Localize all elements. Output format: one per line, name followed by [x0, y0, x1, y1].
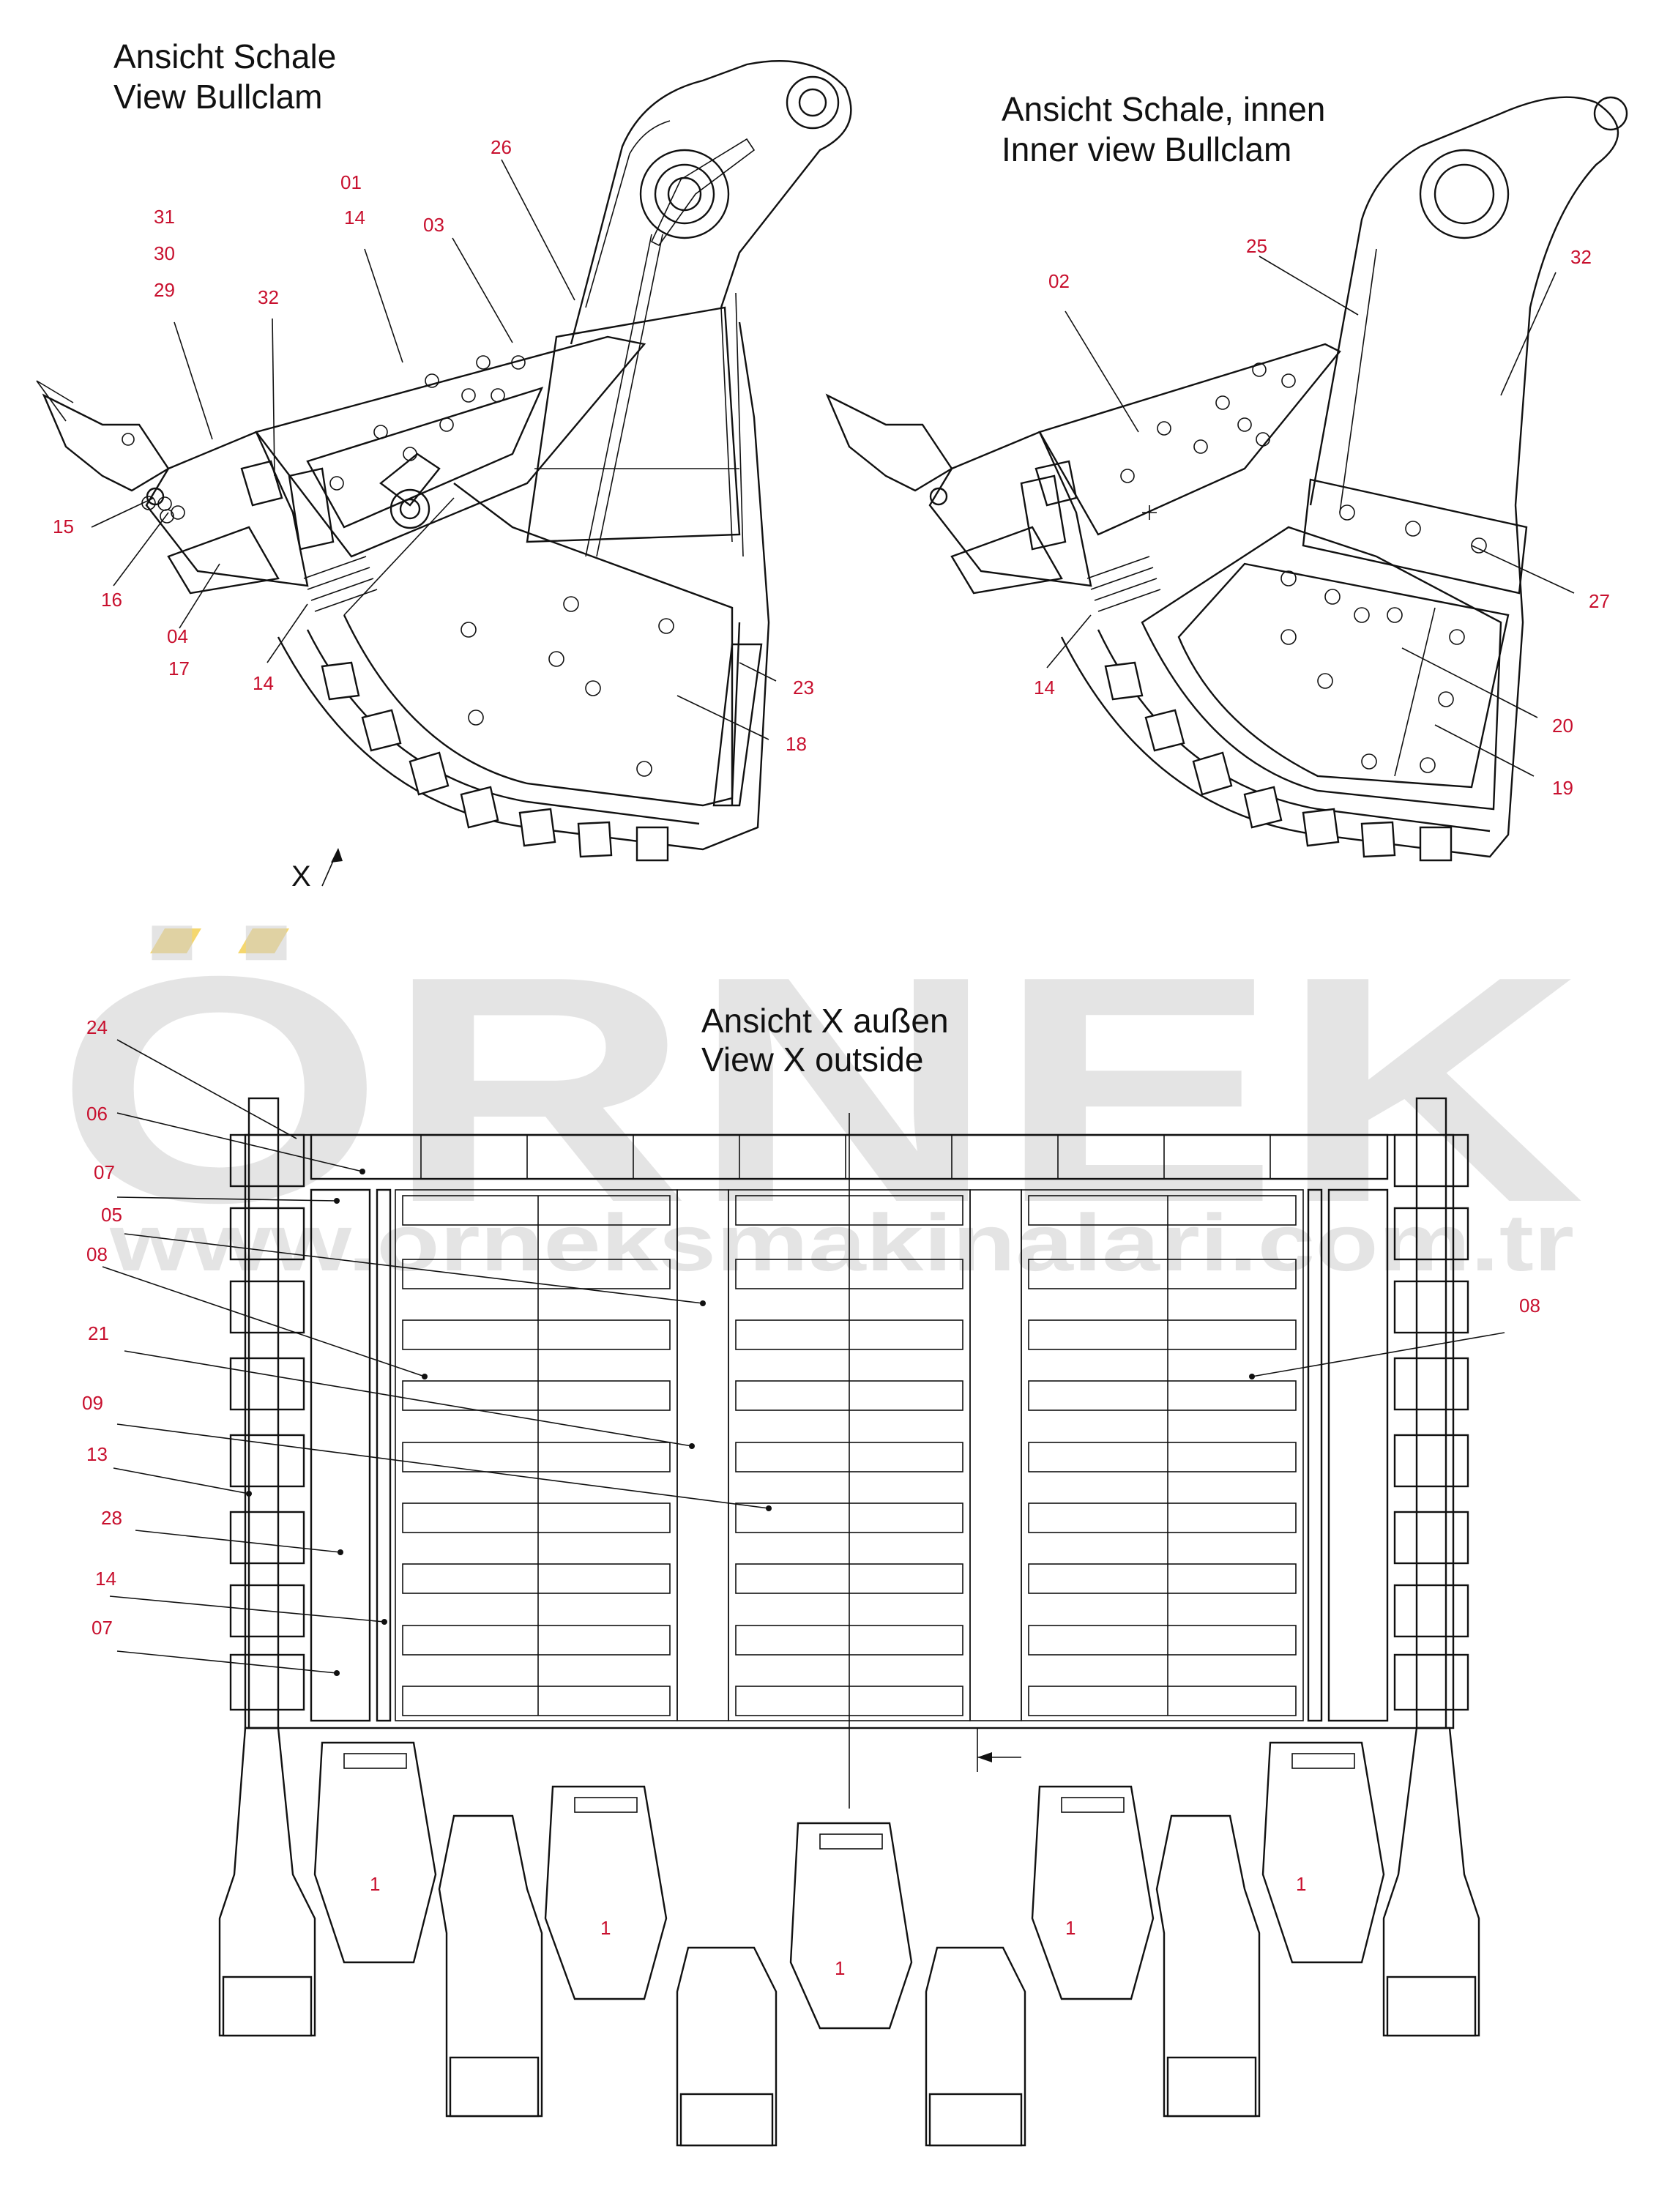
view-title-right-de: Ansicht Schale, innen: [1002, 90, 1325, 128]
callout-14: 14: [344, 206, 365, 228]
callout-29: 29: [154, 279, 175, 301]
callout-18: 18: [786, 733, 807, 755]
callout-30: 30: [154, 242, 175, 264]
tooth-labels: 1 1 1 1 1: [370, 1873, 1306, 1979]
callout-r-02: 02: [1048, 270, 1070, 292]
tooth-label-5: 1: [1296, 1873, 1306, 1895]
callout-16: 16: [101, 589, 122, 611]
wear-plates: [402, 1195, 1297, 1716]
watermark: ÖRNEK www.orneksmakinalari.com.tr: [55, 910, 1585, 1288]
callout-03: 03: [423, 214, 444, 236]
bullclam-side-view: X: [36, 60, 852, 893]
callout-b-07b: 07: [92, 1617, 113, 1639]
callout-b-28: 28: [101, 1507, 122, 1529]
callout-32: 32: [258, 286, 279, 308]
callout-b-13: 13: [86, 1443, 108, 1465]
watermark-word: ÖRNEK: [55, 910, 1585, 1270]
leaders-right: [1046, 256, 1575, 777]
callouts-bottom: 24 06 07 05 08 21 09 13 28 14 07 08: [82, 1016, 1540, 1639]
callout-04: 04: [167, 625, 188, 647]
side-blocks-right: [1393, 1133, 1469, 1711]
callout-r-14: 14: [1034, 677, 1055, 699]
tooth-label-3: 1: [835, 1957, 845, 1979]
callout-r-32: 32: [1570, 246, 1592, 268]
callout-r-25: 25: [1246, 235, 1267, 257]
callout-17: 17: [168, 658, 190, 679]
view-title-bottom-de: Ansicht X außen: [701, 1002, 949, 1040]
callout-14b: 14: [253, 672, 274, 694]
tooth-label-4: 1: [1065, 1917, 1075, 1939]
watermark-umlaut-right: [238, 928, 289, 953]
leader-dots: [246, 1169, 1255, 1676]
callout-b-08r: 08: [1519, 1295, 1540, 1317]
callout-15: 15: [53, 515, 74, 537]
watermark-url: www.orneksmakinalari.com.tr: [109, 1198, 1574, 1288]
view-x-outside: 1 1 1 1 1: [218, 1097, 1480, 2147]
view-title-left-en: View Bullclam: [113, 78, 322, 116]
callout-b-08: 08: [86, 1243, 108, 1265]
callout-26: 26: [491, 136, 512, 158]
view-title-left-de: Ansicht Schale: [113, 37, 336, 75]
view-title-right-en: Inner view Bullclam: [1002, 130, 1291, 168]
view-title-bottom-en: View X outside: [701, 1040, 923, 1079]
leaders-left: [91, 159, 777, 740]
callout-b-14: 14: [95, 1568, 116, 1590]
callout-b-24: 24: [86, 1016, 108, 1038]
callout-b-06: 06: [86, 1103, 108, 1125]
callout-23: 23: [793, 677, 814, 699]
callout-r-19: 19: [1552, 777, 1573, 799]
leaders-bottom: [102, 1039, 1505, 1674]
callout-r-27: 27: [1589, 590, 1610, 612]
callout-b-07: 07: [94, 1161, 115, 1183]
tooth-label-2: 1: [600, 1917, 611, 1939]
view-x-marker: X: [291, 860, 311, 893]
side-blocks-left: [229, 1133, 305, 1711]
callouts-left: 31 30 29 32 01 14 03 26 15 16 04 17 14 2…: [53, 136, 814, 755]
watermark-umlaut-left: [150, 928, 201, 953]
tooth-label-1: 1: [370, 1873, 380, 1895]
callouts-right: 02 25 32 27 14 20 19: [1034, 235, 1610, 799]
callout-01: 01: [340, 171, 362, 193]
callout-b-05: 05: [101, 1204, 122, 1226]
callout-r-20: 20: [1552, 715, 1573, 737]
bullclam-inner-view: [825, 96, 1628, 862]
teeth-row: [218, 1727, 1480, 2147]
callout-b-09: 09: [82, 1392, 103, 1414]
callout-b-21: 21: [88, 1322, 109, 1344]
callout-31: 31: [154, 206, 175, 228]
